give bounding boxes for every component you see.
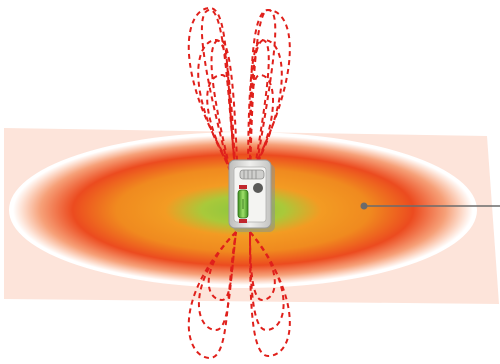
callout-pointer [360,202,500,210]
dashed-field-loops-left [187,6,237,360]
battery-contact-bottom [239,219,247,223]
battery-device [228,159,275,232]
dashed-field-loops-right [249,8,291,358]
chip-icon [253,183,263,193]
battery-contact-top [239,185,247,189]
